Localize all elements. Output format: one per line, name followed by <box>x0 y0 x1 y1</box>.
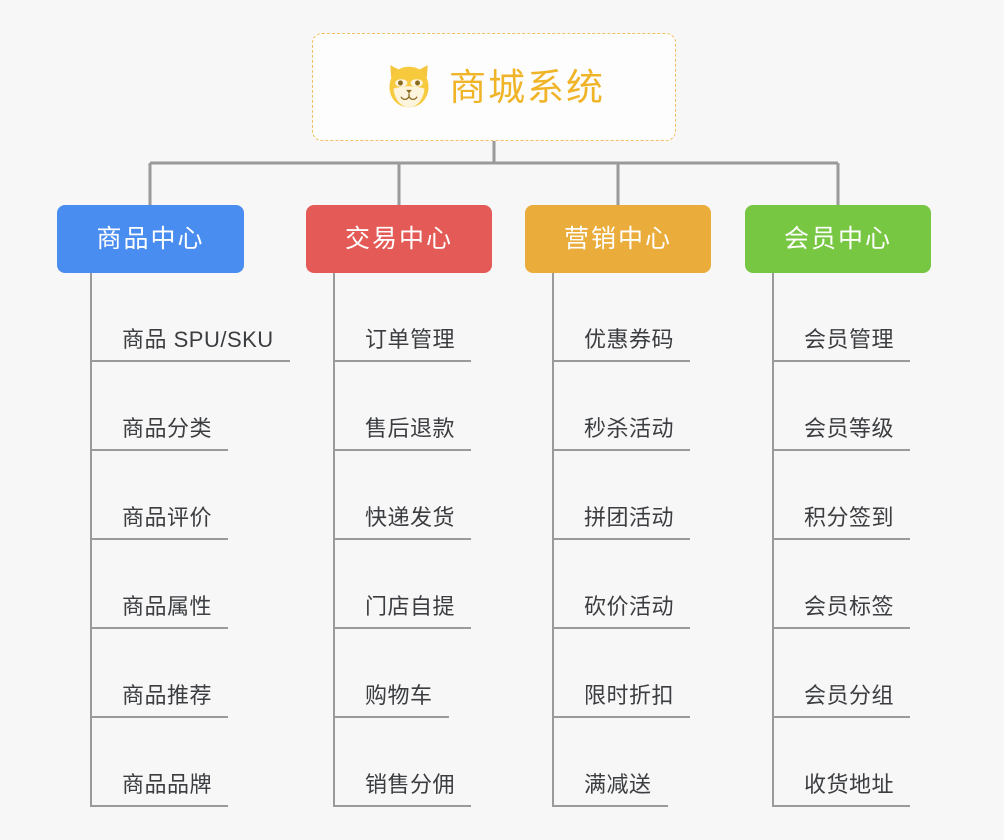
leaf-item[interactable]: 会员等级 <box>759 362 931 451</box>
leaf-label: 商品 SPU/SKU <box>90 329 290 362</box>
leaf-label: 满减送 <box>552 774 668 807</box>
leaf-label: 订单管理 <box>333 329 472 362</box>
branch-label-2: 营销中心 <box>563 224 672 253</box>
leaf-item[interactable]: 会员管理 <box>759 273 931 362</box>
leaf-label: 商品推荐 <box>90 685 229 718</box>
leaf-label: 会员标签 <box>772 596 911 629</box>
leaf-label: 门店自提 <box>333 596 472 629</box>
leaf-list-1: 订单管理 售后退款 快递发货 门店自提 购物车 销售分佣 <box>320 273 492 807</box>
leaf-spine-3 <box>772 273 774 807</box>
leaf-label: 商品分类 <box>90 418 229 451</box>
branch-header-3[interactable]: 会员中心 <box>745 205 931 273</box>
leaf-label: 砍价活动 <box>552 596 691 629</box>
leaf-item[interactable]: 商品推荐 <box>77 629 297 718</box>
leaf-item[interactable]: 快递发货 <box>320 451 492 540</box>
leaf-list-0: 商品 SPU/SKU 商品分类 商品评价 商品属性 商品推荐 商品品牌 <box>77 273 297 807</box>
shiba-dog-icon <box>389 65 429 108</box>
leaf-item[interactable]: 拼团活动 <box>539 451 711 540</box>
root-node[interactable]: 商城系统 <box>312 33 676 141</box>
leaf-label: 会员等级 <box>772 418 911 451</box>
leaf-label: 购物车 <box>333 685 449 718</box>
leaf-item[interactable]: 售后退款 <box>320 362 492 451</box>
branch-label-0: 商品中心 <box>96 224 205 253</box>
leaf-label: 商品品牌 <box>90 774 229 807</box>
branch-header-2[interactable]: 营销中心 <box>525 205 711 273</box>
leaf-spine-1 <box>333 273 335 807</box>
leaf-label: 收货地址 <box>772 774 911 807</box>
leaf-label: 优惠券码 <box>552 329 691 362</box>
leaf-item[interactable]: 商品分类 <box>77 362 297 451</box>
leaf-label: 销售分佣 <box>333 774 472 807</box>
branch-column-1: 交易中心 订单管理 售后退款 快递发货 门店自提 购物车 销售分佣 <box>306 205 492 807</box>
branch-column-3: 会员中心 会员管理 会员等级 积分签到 会员标签 会员分组 收货地址 <box>745 205 931 807</box>
leaf-label: 商品评价 <box>90 507 229 540</box>
leaf-item[interactable]: 砍价活动 <box>539 540 711 629</box>
leaf-item[interactable]: 秒杀活动 <box>539 362 711 451</box>
leaf-label: 售后退款 <box>333 418 472 451</box>
leaf-item[interactable]: 满减送 <box>539 718 711 807</box>
leaf-label: 积分签到 <box>772 507 911 540</box>
leaf-item[interactable]: 订单管理 <box>320 273 492 362</box>
leaf-label: 秒杀活动 <box>552 418 691 451</box>
leaf-spine-0 <box>90 273 92 807</box>
leaf-item[interactable]: 商品评价 <box>77 451 297 540</box>
leaf-label: 会员管理 <box>772 329 911 362</box>
leaf-item[interactable]: 优惠券码 <box>539 273 711 362</box>
leaf-item[interactable]: 商品 SPU/SKU <box>77 273 297 362</box>
leaf-list-3: 会员管理 会员等级 积分签到 会员标签 会员分组 收货地址 <box>759 273 931 807</box>
branch-label-1: 交易中心 <box>344 224 453 253</box>
branch-header-1[interactable]: 交易中心 <box>306 205 492 273</box>
leaf-spine-2 <box>552 273 554 807</box>
leaf-item[interactable]: 销售分佣 <box>320 718 492 807</box>
leaf-item[interactable]: 收货地址 <box>759 718 931 807</box>
leaf-label: 限时折扣 <box>552 685 691 718</box>
leaf-label: 会员分组 <box>772 685 911 718</box>
leaf-item[interactable]: 积分签到 <box>759 451 931 540</box>
leaf-item[interactable]: 商品品牌 <box>77 718 297 807</box>
leaf-item[interactable]: 会员分组 <box>759 629 931 718</box>
root-title: 商城系统 <box>449 66 605 108</box>
leaf-label: 拼团活动 <box>552 507 691 540</box>
branch-label-3: 会员中心 <box>783 224 892 253</box>
leaf-item[interactable]: 商品属性 <box>77 540 297 629</box>
leaf-label: 快递发货 <box>333 507 472 540</box>
branch-column-2: 营销中心 优惠券码 秒杀活动 拼团活动 砍价活动 限时折扣 满减送 <box>525 205 711 807</box>
leaf-item[interactable]: 门店自提 <box>320 540 492 629</box>
leaf-item[interactable]: 会员标签 <box>759 540 931 629</box>
leaf-list-2: 优惠券码 秒杀活动 拼团活动 砍价活动 限时折扣 满减送 <box>539 273 711 807</box>
branch-header-0[interactable]: 商品中心 <box>57 205 244 273</box>
leaf-item[interactable]: 限时折扣 <box>539 629 711 718</box>
leaf-label: 商品属性 <box>90 596 229 629</box>
leaf-item[interactable]: 购物车 <box>320 629 492 718</box>
branch-column-0: 商品中心 商品 SPU/SKU 商品分类 商品评价 商品属性 商品推荐 商品品牌 <box>57 205 297 807</box>
